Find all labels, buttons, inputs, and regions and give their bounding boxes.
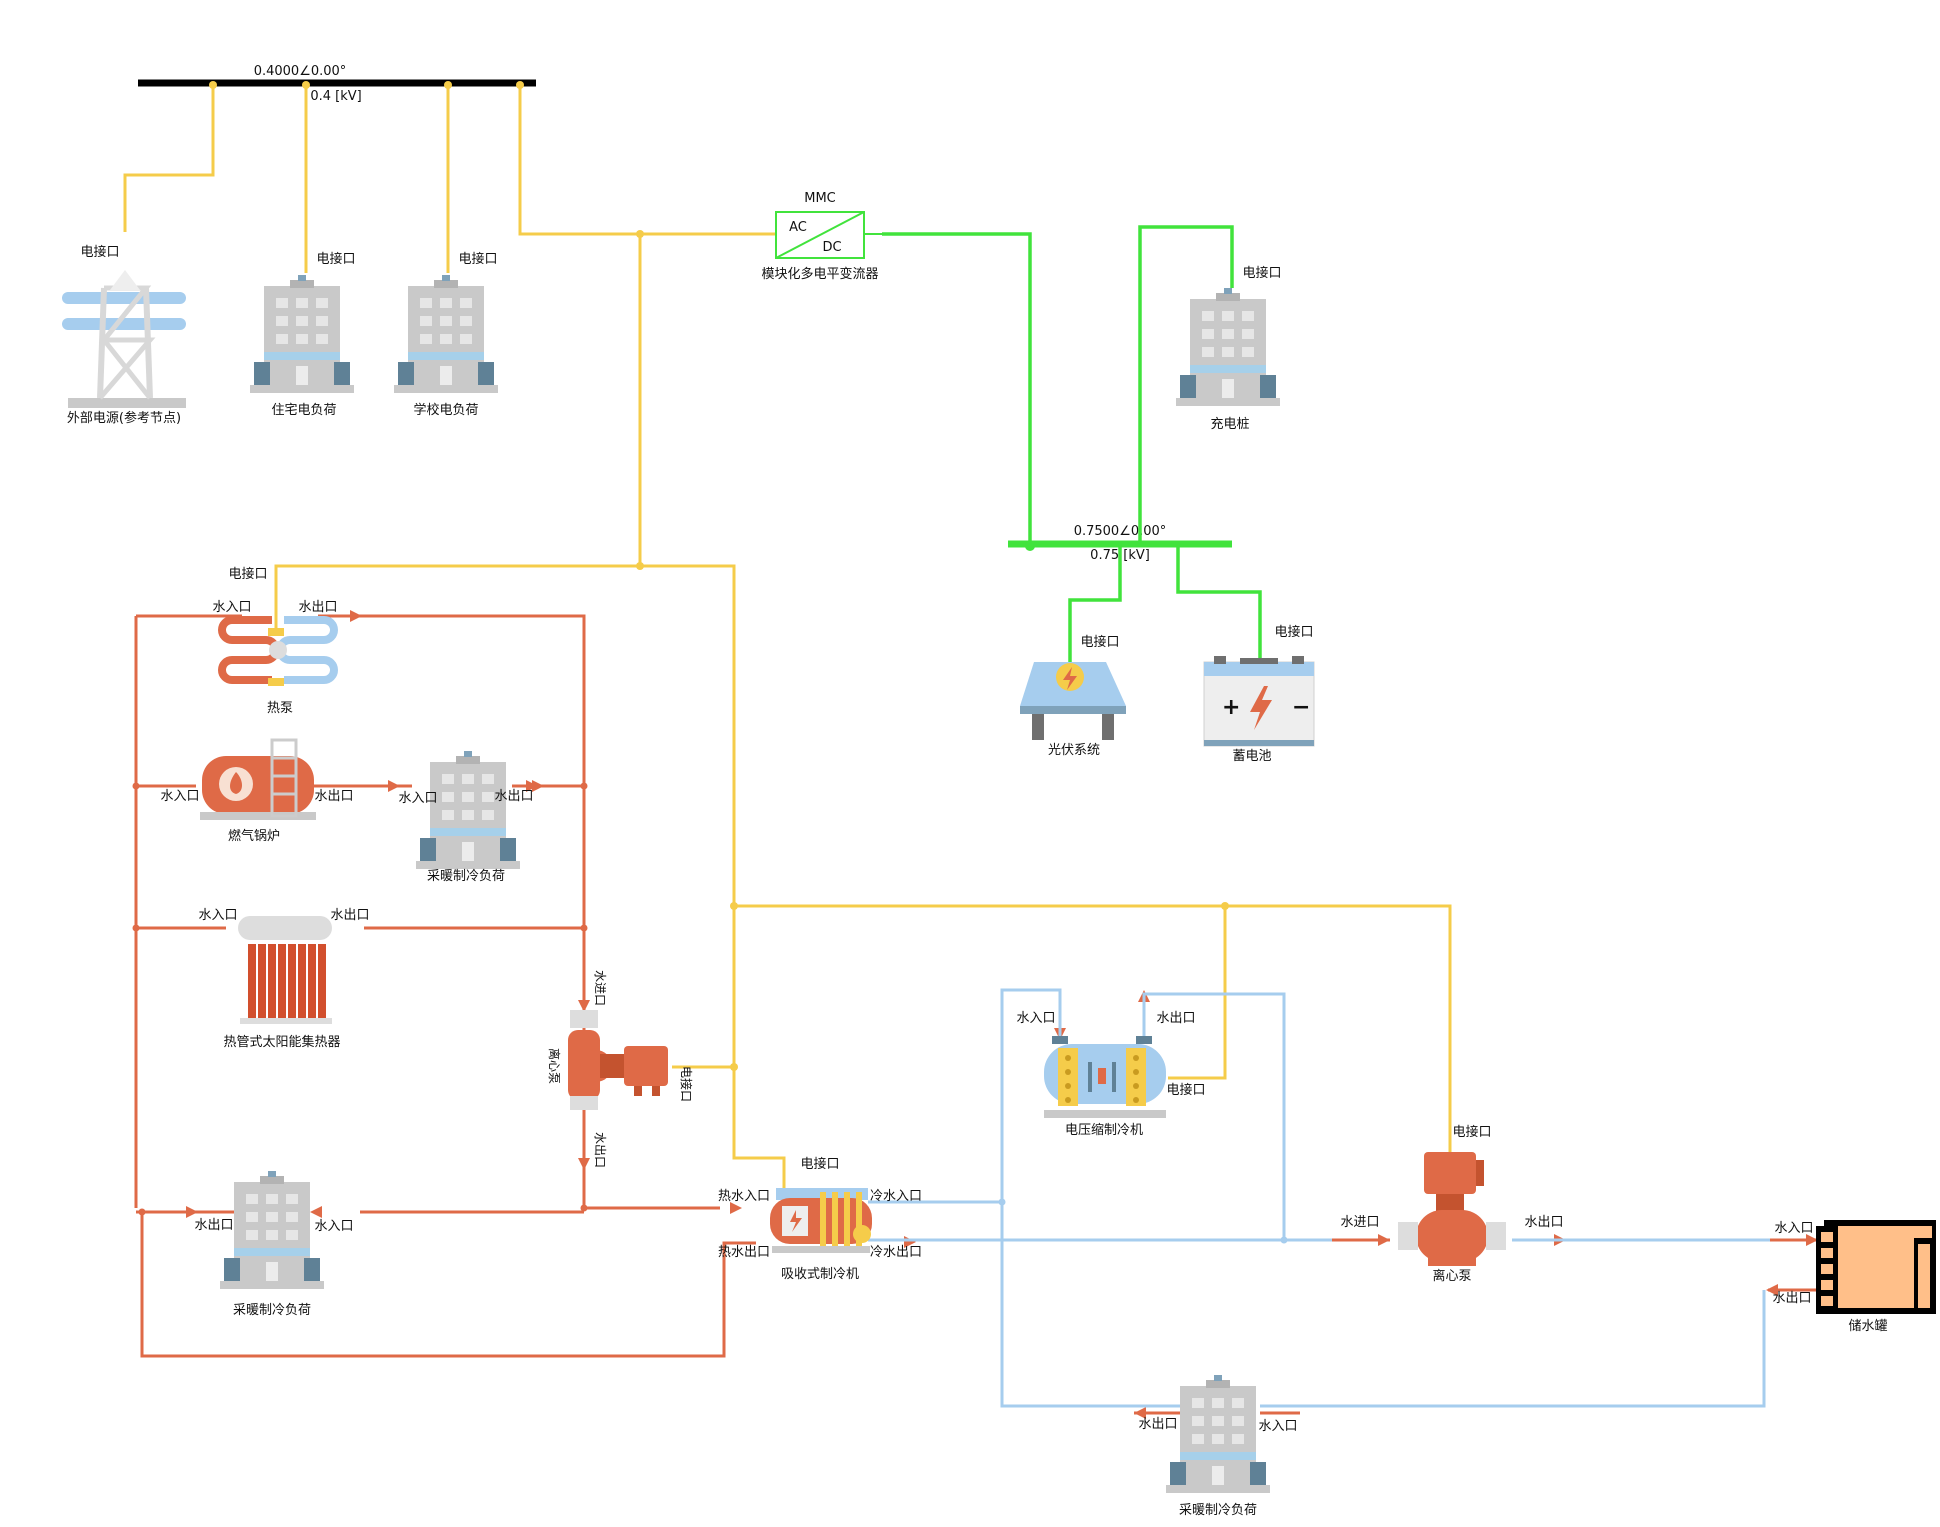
solar-collector-port-out: 水出口: [330, 908, 369, 923]
storage-tank-icon[interactable]: [1816, 1220, 1936, 1314]
dc-bus-voltage: 0.7500∠0.00°: [1074, 524, 1167, 539]
compression-chiller-name: 电压缩制冷机: [1065, 1122, 1143, 1138]
mmc-name: 模块化多电平变流器: [761, 266, 878, 282]
grid-tower-icon[interactable]: [62, 270, 186, 408]
hvac-load-3-building-icon[interactable]: [1166, 1375, 1270, 1493]
dc-junction: [1025, 541, 1035, 551]
charging-pile-port-label: 电接口: [1242, 265, 1281, 281]
charging-pile-name: 充电桩: [1210, 416, 1249, 432]
cold-water-lines: [868, 988, 1770, 1408]
grid-name: 外部电源(参考节点): [67, 410, 181, 426]
svg-text:+: +: [1222, 695, 1240, 720]
pump-1-port-in: 水进口: [593, 970, 607, 1006]
absorption-chiller-hot-out: 热水出口: [718, 1245, 770, 1260]
svg-text:−: −: [1292, 695, 1310, 720]
storage-tank-name: 储水罐: [1848, 1319, 1887, 1334]
dc-lines: [882, 225, 1262, 662]
battery-port-label: 电接口: [1274, 624, 1313, 640]
storage-tank-port-out: 水出口: [1772, 1291, 1811, 1306]
hvac-load-2-port-out: 水出口: [194, 1218, 233, 1233]
electric-lines: [123, 85, 1452, 1194]
school-load-port-label: 电接口: [458, 251, 497, 267]
compression-chiller-port-elec: 电接口: [1166, 1082, 1205, 1098]
solar-collector-icon[interactable]: [238, 916, 332, 1024]
heat-pump-port-out: 水出口: [298, 600, 337, 615]
heat-pump-port-elec: 电接口: [228, 566, 267, 582]
absorption-chiller-name: 吸收式制冷机: [781, 1267, 859, 1282]
charging-pile-building-icon[interactable]: [1176, 288, 1280, 406]
mmc-dc-label: DC: [822, 240, 841, 255]
absorption-chiller-hot-in: 热水入口: [718, 1189, 770, 1204]
hot-water-junctions: [132, 782, 588, 1216]
solar-collector-name: 热管式太阳能集热器: [223, 1034, 340, 1050]
battery-name: 蓄电池: [1232, 749, 1271, 764]
mmc-ac-label: AC: [789, 220, 807, 235]
hvac-load-1-name: 采暖制冷负荷: [427, 869, 505, 884]
cold-water-junctions: [998, 1198, 1288, 1244]
storage-tank-port-in: 水入口: [1774, 1221, 1813, 1236]
mmc-converter[interactable]: [775, 211, 882, 259]
hvac-load-1-port-out: 水出口: [494, 789, 533, 804]
hvac-load-1-port-in: 水入口: [398, 791, 437, 806]
ac-bus-rated: 0.4 [kV]: [310, 89, 361, 104]
grid-port-label: 电接口: [80, 244, 119, 260]
pump-2-icon[interactable]: [1398, 1152, 1506, 1266]
residential-load-port-label: 电接口: [316, 251, 355, 267]
hvac-load-2-name: 采暖制冷负荷: [233, 1303, 311, 1318]
residential-load-name: 住宅电负荷: [271, 403, 336, 418]
compression-chiller-port-out: 水出口: [1156, 1011, 1195, 1026]
hot-water-lines: [134, 614, 1818, 1415]
pump-1-port-out: 水出口: [593, 1132, 607, 1168]
absorption-chiller-cold-in: 冷水入口: [870, 1189, 922, 1204]
ac-bus-voltage: 0.4000∠0.00°: [254, 64, 347, 79]
pump-1-name: 离心泵: [547, 1048, 562, 1084]
pump-1-icon[interactable]: [568, 1010, 668, 1110]
gas-boiler-port-in: 水入口: [160, 789, 199, 804]
heat-pump-icon[interactable]: [218, 616, 338, 686]
electric-junctions: [209, 81, 1229, 1071]
absorption-chiller-icon[interactable]: [770, 1188, 872, 1253]
heat-pump-name: 热泵: [267, 701, 293, 716]
gas-boiler-icon[interactable]: [200, 738, 316, 820]
school-load-building-icon[interactable]: [394, 275, 498, 393]
gas-boiler-name: 燃气锅炉: [228, 828, 280, 844]
pump-1-port-elec: 电接口: [679, 1066, 694, 1102]
compression-chiller-port-in: 水入口: [1016, 1011, 1055, 1026]
gas-boiler-port-out: 水出口: [314, 789, 353, 804]
hvac-load-3-port-out: 水出口: [1138, 1417, 1177, 1432]
residential-load-building-icon[interactable]: [250, 275, 354, 393]
battery-icon[interactable]: + −: [1203, 656, 1315, 747]
pv-port-label: 电接口: [1080, 634, 1119, 650]
pump-2-port-in: 水进口: [1340, 1215, 1379, 1230]
pv-name: 光伏系统: [1048, 743, 1100, 758]
heat-pump-port-in: 水入口: [212, 600, 251, 615]
hvac-load-2-port-in: 水入口: [314, 1219, 353, 1234]
compression-chiller-icon[interactable]: [1044, 1036, 1166, 1118]
pv-panel-icon[interactable]: [1020, 662, 1126, 740]
pump-2-name: 离心泵: [1432, 1268, 1471, 1284]
pump-2-port-elec: 电接口: [1452, 1124, 1491, 1140]
mmc-title: MMC: [804, 191, 836, 206]
absorption-chiller-cold-out: 冷水出口: [870, 1245, 922, 1260]
hvac-load-1-building-icon[interactable]: [416, 751, 520, 869]
pump-2-port-out: 水出口: [1524, 1215, 1563, 1230]
solar-collector-port-in: 水入口: [198, 908, 237, 923]
hvac-load-2-building-icon[interactable]: [220, 1171, 324, 1289]
school-load-name: 学校电负荷: [413, 402, 478, 418]
absorption-chiller-port-elec: 电接口: [800, 1156, 839, 1172]
hvac-load-3-name: 采暖制冷负荷: [1179, 1503, 1257, 1518]
hvac-load-3-port-in: 水入口: [1258, 1419, 1297, 1434]
